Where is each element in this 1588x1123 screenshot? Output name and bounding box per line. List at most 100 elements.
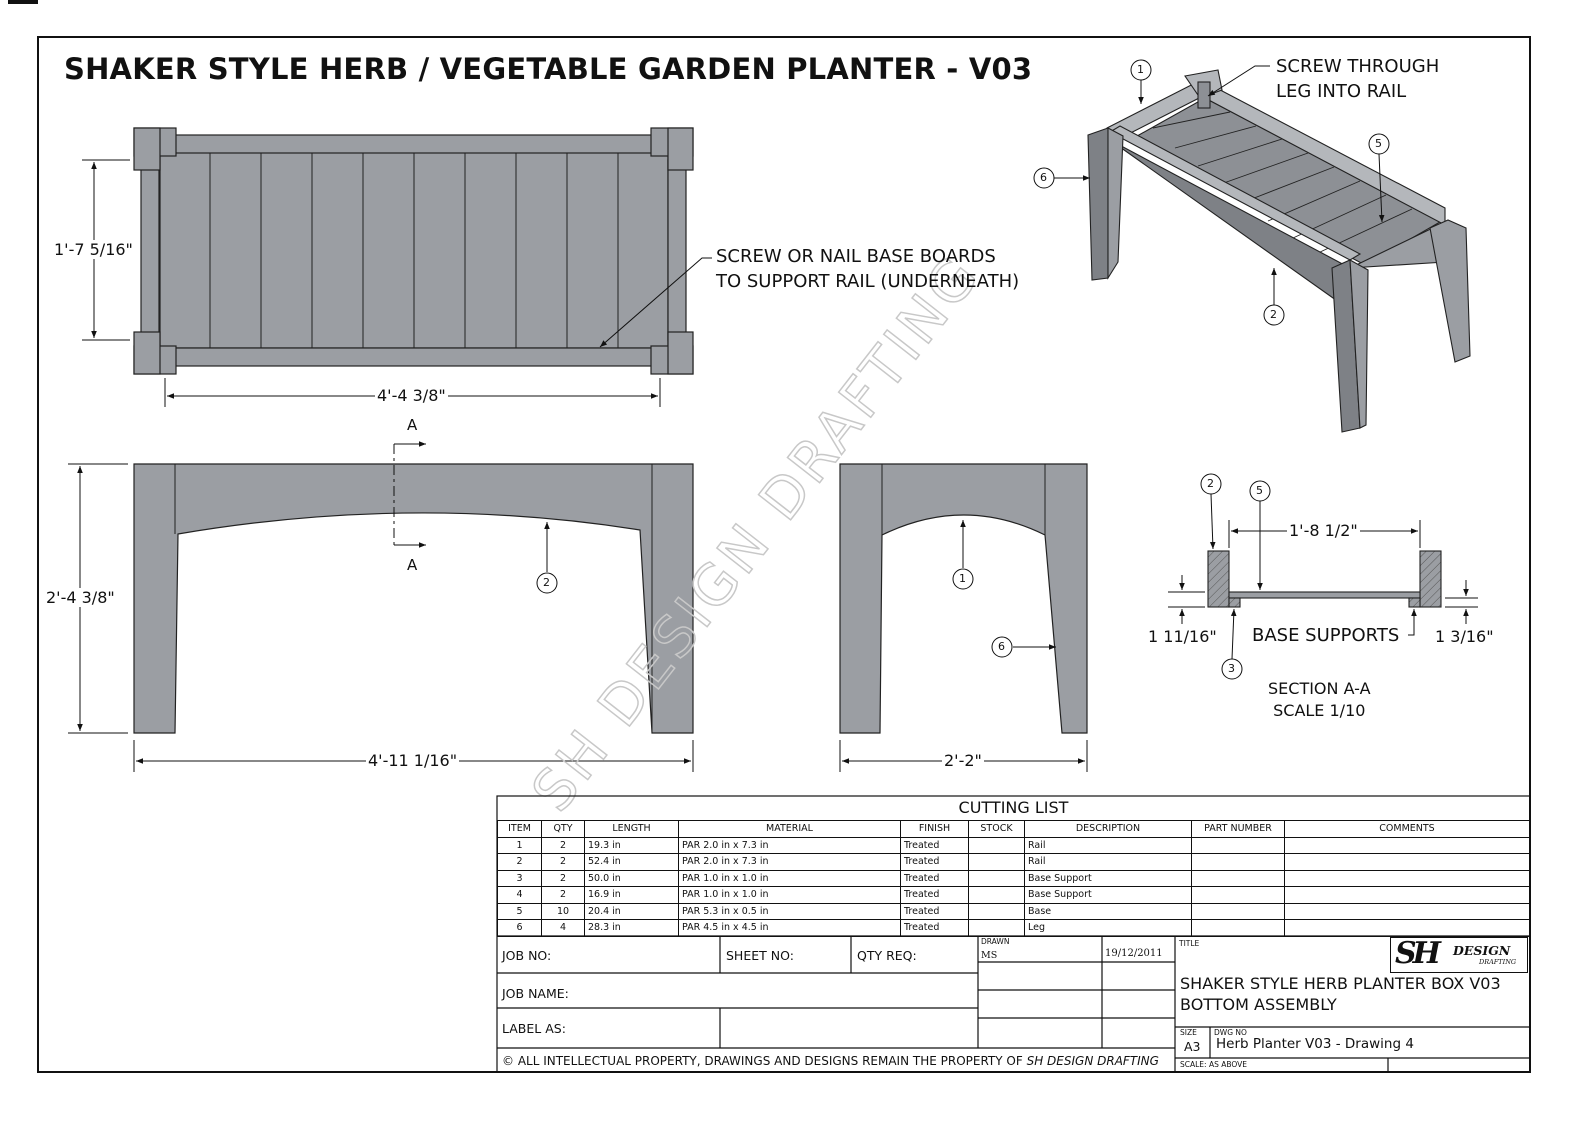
cell-qty: 2 <box>541 886 585 904</box>
cell-description: Rail <box>1024 836 1192 854</box>
job-no-label: JOB NO: <box>502 948 552 963</box>
drawn-date: 19/12/2011 <box>1105 948 1163 959</box>
cell-item: 2 <box>497 853 542 871</box>
table-row: 2 2 52.4 in PAR 2.0 in x 7.3 in Treated … <box>497 853 1530 871</box>
cell-description: Base <box>1024 902 1192 920</box>
col-length: LENGTH <box>584 820 679 838</box>
note-base-boards-line1: SCREW OR NAIL BASE BOARDS <box>716 246 996 267</box>
cell-finish: Treated <box>900 836 969 854</box>
cell-finish: Treated <box>900 902 969 920</box>
cell-qty: 2 <box>541 869 585 887</box>
side-view <box>839 463 1088 734</box>
drawing-title-line1: SHAKER STYLE HERB PLANTER BOX V03 <box>1180 974 1501 993</box>
drawn-by: MS <box>981 950 998 961</box>
dim-front-height: 2'-4 3/8" <box>44 588 117 607</box>
cell-part <box>1191 853 1285 871</box>
col-item: ITEM <box>497 820 542 838</box>
cell-material: PAR 2.0 in x 7.3 in <box>678 853 901 871</box>
section-caption: SECTION A-A SCALE 1/10 <box>1268 678 1371 722</box>
corner-tab <box>8 0 38 4</box>
cell-part <box>1191 836 1285 854</box>
note-base-boards: SCREW OR NAIL BASE BOARDS TO SUPPORT RAI… <box>716 244 1019 294</box>
note-screw-line2: LEG INTO RAIL <box>1276 81 1407 102</box>
drawing-title-line2: BOTTOM ASSEMBLY <box>1180 995 1337 1014</box>
cell-length: 28.3 in <box>584 919 679 937</box>
dwg-no-value: Herb Planter V03 - Drawing 4 <box>1216 1036 1414 1052</box>
logo-sub2: DRAFTING <box>1479 958 1517 966</box>
cell-comments <box>1284 869 1530 887</box>
cell-qty: 2 <box>541 836 585 854</box>
dim-section-inner: 1'-8 1/2" <box>1287 521 1360 540</box>
qty-req-label: QTY REQ: <box>857 948 917 963</box>
drawing-title: SHAKER STYLE HERB PLANTER BOX V03 BOTTOM… <box>1180 973 1501 1015</box>
section-a-a <box>1207 550 1442 608</box>
cell-description: Rail <box>1024 853 1192 871</box>
balloon-5-iso: 5 <box>1375 137 1382 150</box>
cell-material: PAR 2.0 in x 7.3 in <box>678 836 901 854</box>
cell-finish: Treated <box>900 886 969 904</box>
col-qty: QTY <box>541 820 585 838</box>
cell-finish: Treated <box>900 853 969 871</box>
logo-sub1: DESIGN <box>1453 943 1511 958</box>
dwg-no-label: DWG NO <box>1214 1028 1247 1037</box>
table-row: 1 2 19.3 in PAR 2.0 in x 7.3 in Treated … <box>497 836 1530 854</box>
sheet-no-label: SHEET NO: <box>726 948 794 963</box>
dim-front-length: 4'-11 1/16" <box>366 751 460 770</box>
cell-item: 3 <box>497 869 542 887</box>
cell-qty: 4 <box>541 919 585 937</box>
cell-material: PAR 1.0 in x 1.0 in <box>678 869 901 887</box>
section-marker-top: A <box>407 416 418 434</box>
dim-section-left: 1 11/16" <box>1146 627 1219 646</box>
balloon-2-section: 2 <box>1207 477 1214 490</box>
title-label: TITLE <box>1179 939 1200 948</box>
col-stock: STOCK <box>968 820 1025 838</box>
cell-length: 50.0 in <box>584 869 679 887</box>
dim-side-width: 2'-2" <box>942 751 984 770</box>
cell-stock <box>968 869 1025 887</box>
cell-comments <box>1284 853 1530 871</box>
cell-stock <box>968 853 1025 871</box>
cell-qty: 10 <box>541 902 585 920</box>
table-row: 3 2 50.0 in PAR 1.0 in x 1.0 in Treated … <box>497 869 1530 887</box>
cell-item: 6 <box>497 919 542 937</box>
balloon-5-section: 5 <box>1256 484 1263 497</box>
col-part-number: PART NUMBER <box>1191 820 1285 838</box>
col-finish: FINISH <box>900 820 969 838</box>
cell-length: 16.9 in <box>584 886 679 904</box>
cell-length: 19.3 in <box>584 836 679 854</box>
section-caption-line2: SCALE 1/10 <box>1273 701 1366 720</box>
cell-part <box>1191 919 1285 937</box>
cell-finish: Treated <box>900 919 969 937</box>
cutting-list-table: ITEM QTY LENGTH MATERIAL FINISH STOCK DE… <box>497 820 1530 937</box>
cell-description: Base Support <box>1024 886 1192 904</box>
cell-comments <box>1284 902 1530 920</box>
logo-main: SH <box>1395 936 1441 971</box>
balloon-6-side: 6 <box>998 640 1005 653</box>
dim-top-depth: 1'-7 5/16" <box>52 240 135 259</box>
table-row: 4 2 16.9 in PAR 1.0 in x 1.0 in Treated … <box>497 886 1530 904</box>
company-logo: SH DESIGN DRAFTING <box>1390 936 1528 973</box>
isometric-leaders <box>1033 59 1390 326</box>
base-boards <box>209 152 619 348</box>
section-caption-line1: SECTION A-A <box>1268 679 1371 698</box>
cell-length: 52.4 in <box>584 853 679 871</box>
col-comments: COMMENTS <box>1284 820 1530 838</box>
col-description: DESCRIPTION <box>1024 820 1192 838</box>
cell-finish: Treated <box>900 869 969 887</box>
label-as-label: LABEL AS: <box>502 1021 566 1036</box>
note-screw: SCREW THROUGH LEG INTO RAIL <box>1276 54 1439 104</box>
cell-part <box>1191 886 1285 904</box>
cell-description: Leg <box>1024 919 1192 937</box>
cell-comments <box>1284 836 1530 854</box>
cell-stock <box>968 919 1025 937</box>
size-label: SIZE <box>1180 1028 1197 1037</box>
balloon-2-front: 2 <box>543 576 550 589</box>
job-name-label: JOB NAME: <box>502 986 569 1001</box>
cell-material: PAR 1.0 in x 1.0 in <box>678 886 901 904</box>
balloon-6-iso: 6 <box>1040 171 1047 184</box>
copyright-notice: © ALL INTELLECTUAL PROPERTY, DRAWINGS AN… <box>502 1054 1159 1068</box>
front-view <box>133 463 694 734</box>
copyright-prefix: © ALL INTELLECTUAL PROPERTY, DRAWINGS AN… <box>502 1054 1023 1068</box>
note-screw-line1: SCREW THROUGH <box>1276 56 1440 77</box>
